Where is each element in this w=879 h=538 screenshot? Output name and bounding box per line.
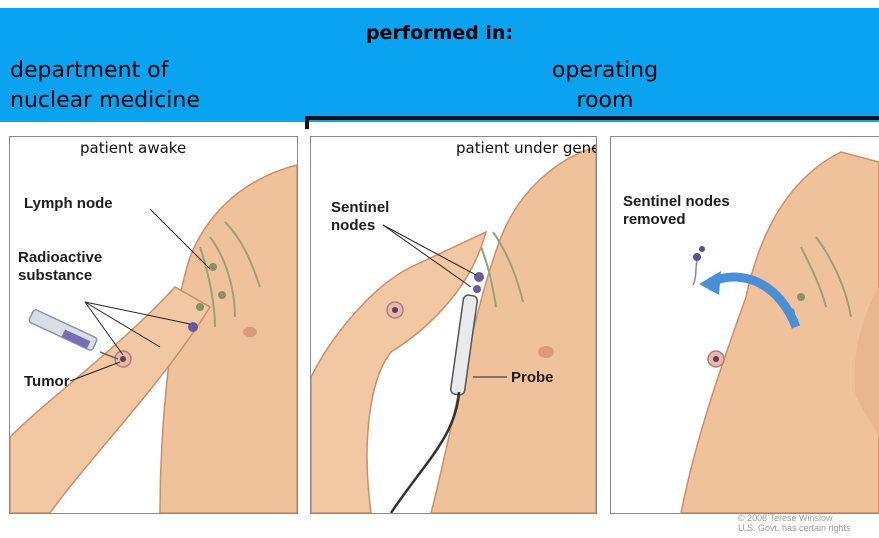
label-probe: Probe bbox=[511, 369, 554, 387]
panel-probe-illustration bbox=[311, 137, 596, 513]
caption-patient-awake: patient awake bbox=[80, 139, 186, 157]
caption-patient-anaesthesia: patient under general anaesthesia bbox=[456, 139, 597, 157]
location-nuclear-medicine: department of nuclear medicine bbox=[10, 56, 200, 116]
header-title: performed in: bbox=[0, 22, 879, 44]
location-operating-room: operating room bbox=[490, 56, 720, 116]
label-radioactive-line2: substance bbox=[18, 267, 92, 285]
copyright-line2: U.S. Govt. has certain rights bbox=[738, 523, 851, 533]
label-radioactive-line1: Radioactive bbox=[18, 249, 102, 267]
panel-injection-illustration bbox=[10, 137, 297, 513]
panel-removal: Sentinel nodes removed bbox=[610, 136, 879, 514]
panel-probe: patient under general anaesthesia Sentin… bbox=[310, 136, 597, 514]
operating-room-bracket bbox=[305, 116, 879, 120]
label-sentinel-line2: nodes bbox=[331, 217, 375, 235]
label-lymph-node: Lymph node bbox=[24, 195, 113, 213]
header-banner: performed in: department of nuclear medi… bbox=[0, 8, 879, 122]
label-sentinel-line1: Sentinel bbox=[331, 199, 389, 217]
label-removed-line1: Sentinel nodes bbox=[623, 193, 730, 211]
location-nuclear-medicine-line1: department of bbox=[10, 56, 200, 86]
location-operating-room-line1: operating bbox=[490, 56, 720, 86]
operating-room-bracket-tick bbox=[305, 116, 309, 129]
location-operating-room-line2: room bbox=[490, 86, 720, 116]
label-removed-line2: removed bbox=[623, 211, 686, 229]
copyright-notice: © 2008 Terese Winslow U.S. Govt. has cer… bbox=[738, 513, 851, 533]
label-tumor: Tumor bbox=[24, 373, 70, 391]
location-nuclear-medicine-line2: nuclear medicine bbox=[10, 86, 200, 116]
copyright-line1: © 2008 Terese Winslow bbox=[738, 513, 851, 523]
panel-injection: patient awake Lymph node Radioactive sub… bbox=[9, 136, 298, 514]
